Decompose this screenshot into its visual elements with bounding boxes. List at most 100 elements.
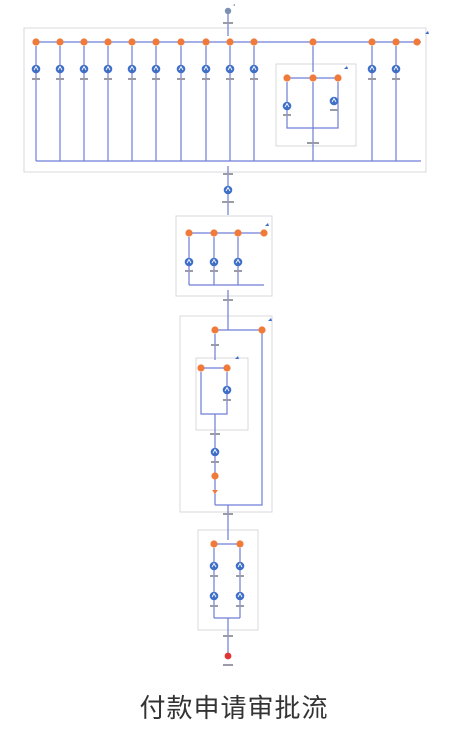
block3-approval-1-icon: [210, 447, 220, 457]
block3-label-bar-1: [211, 344, 219, 346]
block1-approval-12: [367, 64, 377, 74]
block1-approval-9-icon: [225, 64, 235, 74]
block3-approval-1: [210, 447, 220, 457]
nested-approval-2-icon: [329, 96, 339, 106]
nested-approval-label-2: [330, 109, 338, 111]
block1-approval-3: [79, 64, 89, 74]
block2-approval-2-glyph: [211, 258, 217, 264]
block1-approval-2-icon: [55, 64, 65, 74]
connector1-label-bar: [223, 173, 233, 175]
block3-approval-label-1: [211, 461, 219, 463]
nested-block-2: [195, 357, 249, 431]
block1-condition-3: [80, 38, 88, 46]
block2-condition-1: [185, 229, 193, 237]
containers: [23, 27, 427, 631]
block2-approval-1-glyph: [186, 258, 192, 264]
nested-approval-2: [329, 96, 339, 106]
block1-condition-7: [177, 38, 185, 46]
nested2-condition-2: [223, 364, 231, 372]
start-node: [224, 7, 232, 15]
block2-approval-3-glyph: [235, 258, 241, 264]
block1-approval-13-icon: [391, 64, 401, 74]
block2-approval-3-icon: [233, 257, 243, 267]
block4-approval-a-2-icon: [235, 561, 245, 571]
diagram-caption: 付款申请审批流: [139, 694, 329, 724]
block3-label-bar-2: [210, 433, 220, 435]
block1-approval-label-13: [392, 78, 400, 80]
connector2-label-bar: [223, 299, 233, 301]
block4-approval-a-2-glyph: [237, 562, 243, 568]
block4-approval-a-2: [235, 561, 245, 571]
block2-approval-label-1: [185, 270, 193, 272]
end-label-bar: [223, 664, 233, 666]
block1-approval-10-glyph: [251, 65, 257, 71]
block2-add-icon: [265, 223, 269, 226]
block1-approval-label-6: [152, 78, 160, 80]
nested-block: [275, 63, 357, 147]
block1-approval-10-icon: [249, 64, 259, 74]
nested2-approval: [222, 385, 232, 395]
block4-approval-b-1-icon: [209, 591, 219, 601]
block1-condition-8: [202, 38, 210, 46]
block1-approval-1-icon: [31, 64, 41, 74]
block1-condition-12: [368, 38, 376, 46]
nested-add-icon: [344, 66, 348, 69]
block1-approval-label-4: [104, 78, 112, 80]
block2-condition-2: [210, 229, 218, 237]
block4-approval-label-b-1: [210, 605, 218, 607]
block1-approval-8-icon: [201, 64, 211, 74]
block1-approval-13: [391, 64, 401, 74]
nodes: [31, 4, 429, 666]
nested-approval-1: [282, 101, 292, 111]
block4-approval-label-b-2: [236, 605, 244, 607]
block1-condition-9: [226, 38, 234, 46]
connector1-approval-glyph: [225, 186, 231, 192]
block1-approval-2-glyph: [57, 65, 63, 71]
connector3-label-bar: [223, 513, 233, 515]
block1-approval-4: [103, 64, 113, 74]
block1-approval-6: [151, 64, 161, 74]
block1-approval-1: [31, 64, 41, 74]
block1-approval-label-12: [368, 78, 376, 80]
nested-condition-1: [283, 74, 291, 82]
block4-approval-b-1-glyph: [211, 592, 217, 598]
block1-approval-label-3: [80, 78, 88, 80]
block1-condition-5: [128, 38, 136, 46]
block1-approval-9-glyph: [227, 65, 233, 71]
end-node: [224, 652, 232, 660]
nested2-approval-glyph: [224, 386, 230, 392]
block2-approval-1: [184, 257, 194, 267]
nested-approval-2-glyph: [331, 97, 337, 103]
block1-approval-7-glyph: [178, 65, 184, 71]
block4-approval-a-1-icon: [209, 561, 219, 571]
block1-approval-5: [127, 64, 137, 74]
block4-approval-label-a-2: [236, 575, 244, 577]
block4-condition-2: [236, 540, 244, 548]
connector1-approval-icon: [223, 185, 233, 195]
parallel-block-2: [175, 215, 273, 297]
approval-flow-diagram: [23, 4, 429, 666]
block1-approval-label-1: [32, 78, 40, 80]
start-marker: [233, 4, 235, 6]
block2-approval-2-icon: [209, 257, 219, 267]
edges: [35, 14, 421, 656]
block4-approval-b-2-icon: [235, 591, 245, 601]
block2-approval-label-2: [210, 270, 218, 272]
block1-approval-4-icon: [103, 64, 113, 74]
block1-approval-5-glyph: [129, 65, 135, 71]
block4-approval-b-2: [235, 591, 245, 601]
block4-approval-b-1: [209, 591, 219, 601]
nested2-outline: [200, 372, 228, 415]
block1-approval-7-icon: [176, 64, 186, 74]
block1-approval-12-icon: [367, 64, 377, 74]
nested-condition-2: [309, 74, 317, 82]
parallel-block-4: [197, 529, 259, 631]
block1-approval-3-icon: [79, 64, 89, 74]
block1-condition-2: [56, 38, 64, 46]
connector1-approval-label: [222, 201, 234, 203]
block1-approval-5-icon: [127, 64, 137, 74]
block1-approval-1-glyph: [33, 65, 39, 71]
block1-approval-13-glyph: [393, 65, 399, 71]
block1-condition-14: [413, 38, 421, 46]
block1-approval-8: [201, 64, 211, 74]
